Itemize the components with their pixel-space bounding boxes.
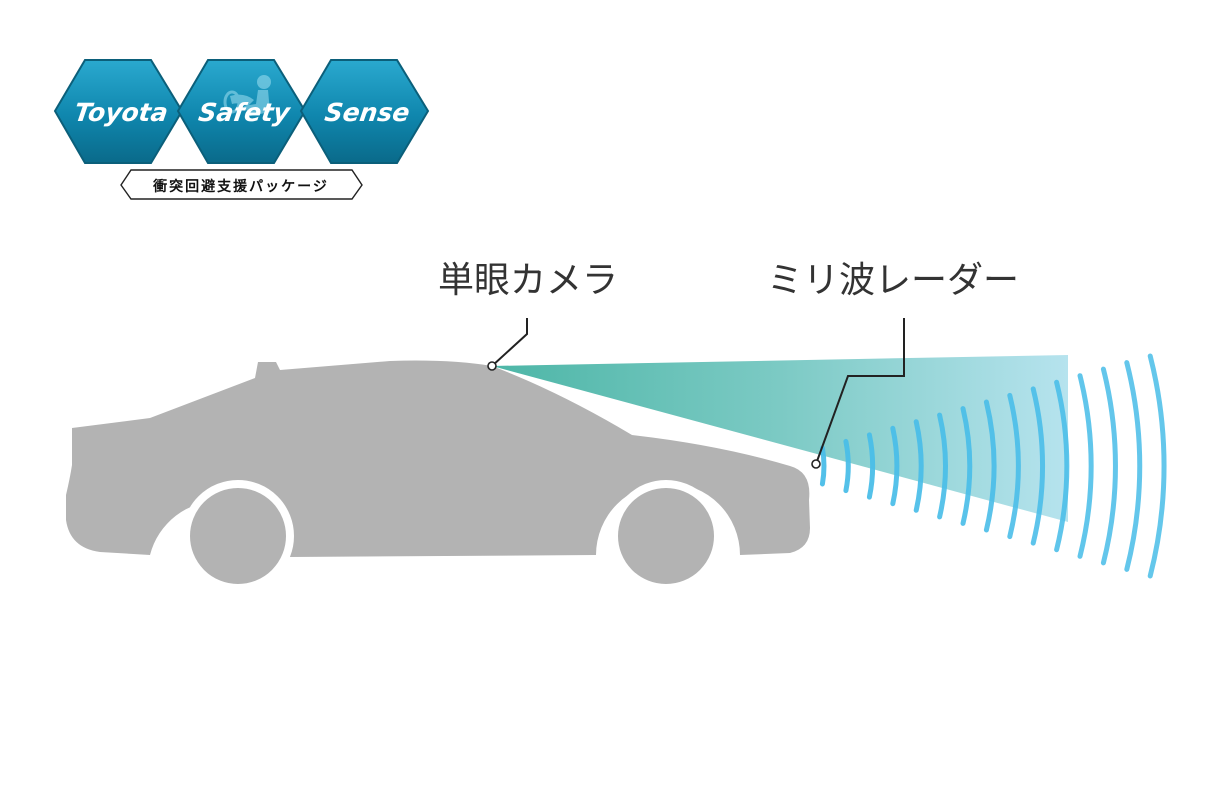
camera-marker: [487, 361, 497, 371]
radar-wave-arc: [843, 438, 851, 494]
radar-wave-arc: [819, 445, 827, 487]
radar-wave-arc: [983, 399, 997, 533]
radar-waves: [819, 353, 1167, 579]
camera-field-of-view: [492, 355, 1068, 522]
radar-wave-arc: [937, 412, 948, 520]
radar-leader-line: [815, 318, 905, 465]
logo-word-safety: Safety: [197, 98, 294, 127]
radar-wave-arc: [1100, 366, 1118, 566]
toyota-safety-sense-logo: Toyota Safety Sense 衝突回避支援パッケージ: [53, 59, 430, 200]
radar-wave-arc: [1007, 392, 1021, 540]
hexagon-safety: Safety: [176, 59, 307, 164]
tagline-badge: 衝突回避支援パッケージ: [120, 169, 363, 200]
logo-word-toyota: Toyota: [73, 98, 170, 127]
radar-wave-arc: [1077, 373, 1094, 559]
logo-tagline: 衝突回避支援パッケージ: [152, 178, 329, 195]
radar-wave-arc: [1054, 379, 1070, 553]
radar-wave-arc: [1030, 386, 1045, 546]
radar-wave-arc: [913, 419, 924, 513]
hexagon-toyota: Toyota: [53, 59, 184, 164]
camera-callout: 単眼カメラ: [438, 260, 618, 371]
driver-silhouette-icon: [223, 75, 271, 116]
logo-word-sense: Sense: [323, 98, 412, 127]
radar-wave-arc: [890, 425, 900, 507]
radar-label: ミリ波レーダー: [767, 260, 1019, 301]
hexagon-sense: Sense: [299, 59, 430, 164]
car-silhouette: [66, 360, 810, 592]
radar-wave-arc: [1124, 360, 1143, 572]
radar-wave-arc: [866, 432, 876, 500]
camera-label: 単眼カメラ: [438, 260, 618, 301]
radar-callout: ミリ波レーダー: [767, 260, 1019, 469]
radar-wave-arc: [960, 406, 973, 526]
radar-marker: [811, 459, 821, 469]
camera-leader-line: [491, 318, 528, 367]
rear-wheel: [182, 480, 294, 592]
radar-wave-arc: [1147, 353, 1167, 579]
front-wheel: [610, 480, 722, 592]
